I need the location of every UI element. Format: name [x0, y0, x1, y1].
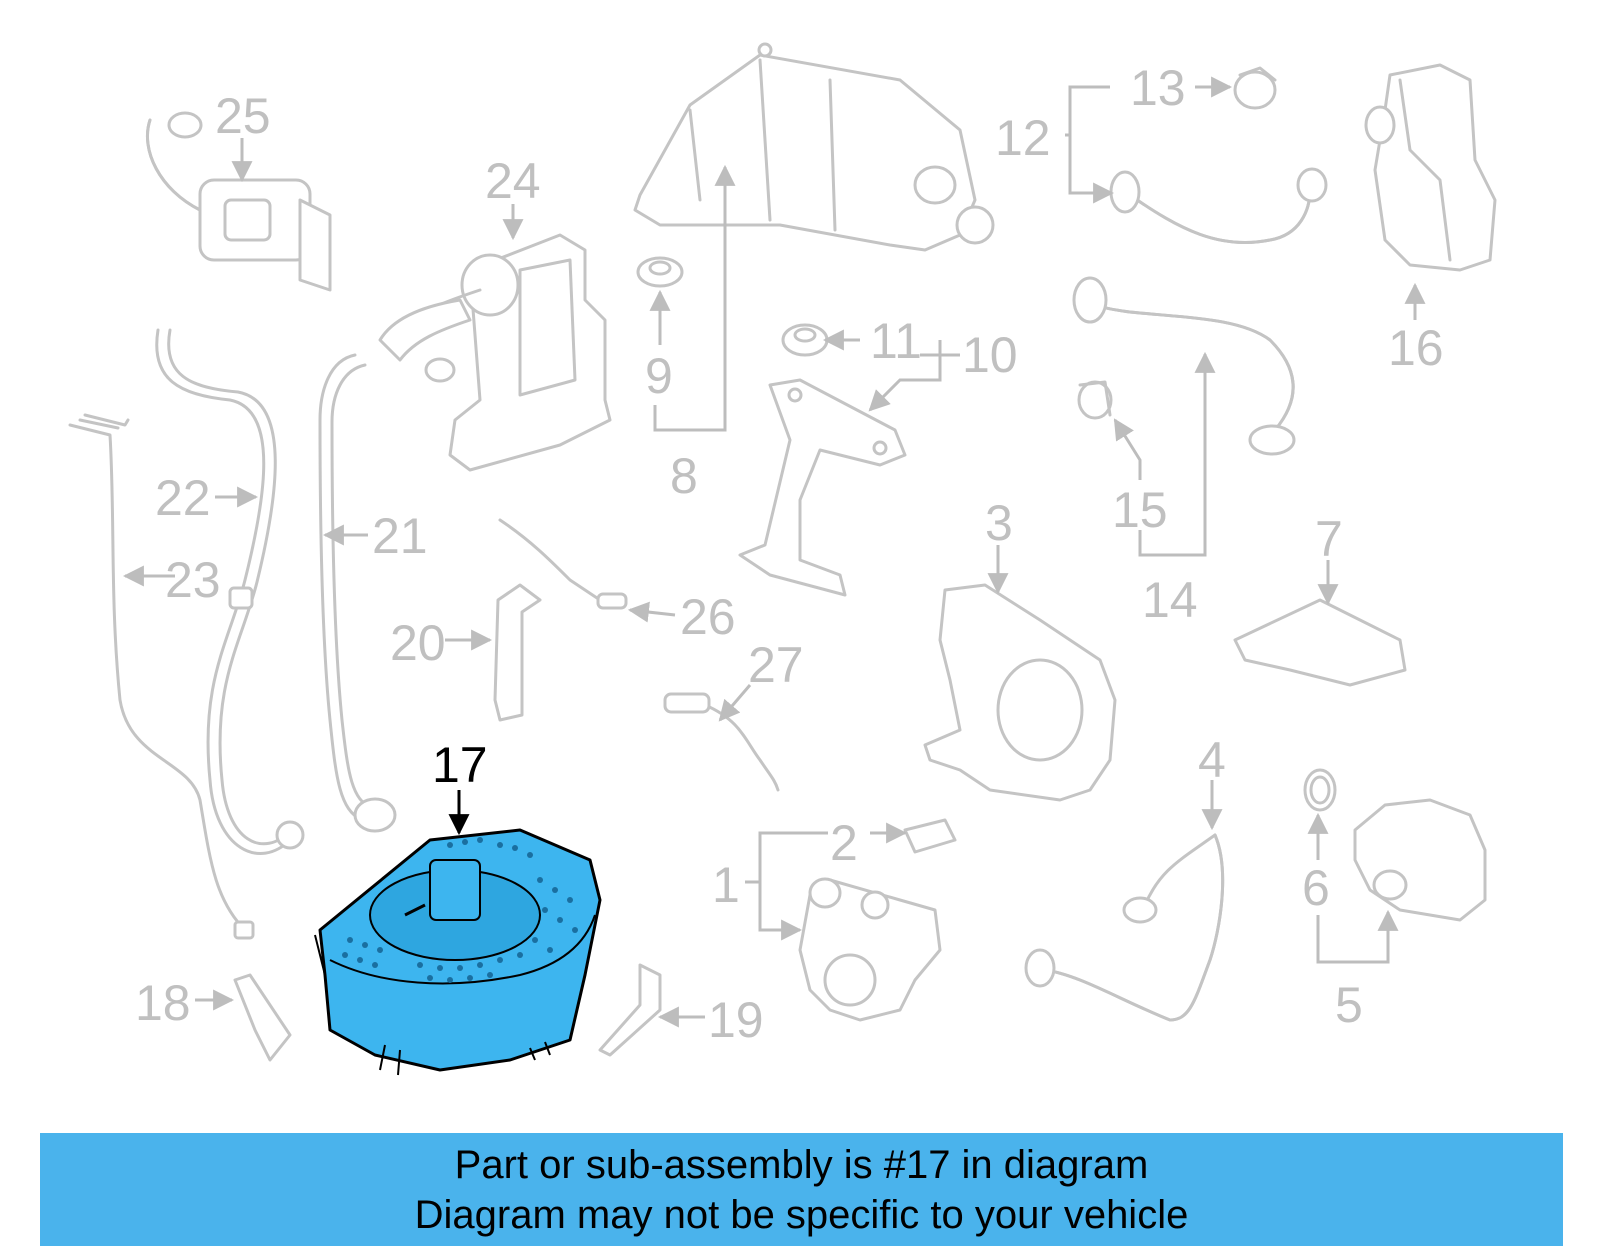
parts-diagram: 25 24 9 8 11 10 12 13 16 15 14 22 23 21 … — [68, 42, 1497, 1076]
part-17-canister[interactable] — [314, 828, 602, 1076]
part-22-hose[interactable] — [155, 328, 305, 855]
callout-1: 1 — [712, 857, 740, 913]
callout-5: 5 — [1335, 977, 1363, 1033]
banner-line-2: Diagram may not be specific to your vehi… — [414, 1192, 1189, 1237]
part-11-grommet[interactable] — [781, 323, 829, 357]
part-25-valve[interactable] — [145, 111, 332, 292]
part-6-oring[interactable] — [1303, 768, 1337, 812]
part-13-clamp[interactable] — [1233, 66, 1277, 110]
callout-23: 23 — [165, 552, 221, 608]
callout-14: 14 — [1142, 572, 1198, 628]
part-4-hose[interactable] — [1024, 833, 1225, 1022]
callout-26: 26 — [680, 589, 736, 645]
callout-16: 16 — [1388, 320, 1444, 376]
callout-7: 7 — [1315, 511, 1343, 567]
part-9-grommet[interactable] — [636, 256, 684, 288]
info-banner: Part or sub-assembly is #17 in diagram D… — [40, 1133, 1563, 1246]
part-16-elbow[interactable] — [1364, 63, 1497, 272]
callout-17: 17 — [432, 737, 488, 793]
callout-labels: 25 24 9 8 11 10 12 13 16 15 14 22 23 21 … — [135, 60, 1444, 1048]
callout-27: 27 — [748, 637, 804, 693]
part-18-bracket[interactable] — [233, 973, 292, 1062]
part-23-line[interactable] — [68, 413, 255, 940]
callout-12: 12 — [995, 110, 1051, 166]
leader-lines — [122, 76, 1426, 1028]
part-7-bracket[interactable] — [1233, 598, 1407, 687]
callout-22: 22 — [155, 470, 211, 526]
callout-9: 9 — [645, 348, 673, 404]
callout-13: 13 — [1130, 60, 1186, 116]
part-20-bracket[interactable] — [493, 583, 542, 722]
callout-2: 2 — [830, 815, 858, 871]
callout-21: 21 — [372, 508, 428, 564]
callout-19: 19 — [708, 992, 764, 1048]
part-8-tank[interactable] — [633, 42, 995, 252]
part-12-hose[interactable] — [1109, 167, 1328, 245]
part-5-valve[interactable] — [1353, 798, 1487, 922]
part-24-valve-bracket[interactable] — [378, 233, 612, 472]
part-1-pump[interactable] — [798, 877, 942, 1022]
callout-6: 6 — [1302, 860, 1330, 916]
callout-18: 18 — [135, 975, 191, 1031]
callout-25: 25 — [215, 88, 271, 144]
part-3-plate[interactable] — [923, 583, 1117, 802]
callout-20: 20 — [390, 615, 446, 671]
part-14-hose[interactable] — [1072, 276, 1296, 456]
part-26-sensor[interactable] — [498, 518, 628, 610]
part-10-bracket[interactable] — [738, 378, 907, 597]
callout-24: 24 — [485, 153, 541, 209]
callout-11: 11 — [870, 313, 922, 369]
callout-3: 3 — [985, 495, 1013, 551]
part-27-sensor[interactable] — [663, 692, 780, 792]
callout-8: 8 — [670, 448, 698, 504]
callout-15: 15 — [1112, 482, 1168, 538]
part-15-clamp[interactable] — [1077, 380, 1113, 420]
part-19-bracket[interactable] — [598, 963, 662, 1057]
callout-10: 10 — [962, 327, 1018, 383]
part-2-connector[interactable] — [903, 818, 957, 854]
part-21-hose[interactable] — [318, 353, 397, 833]
callout-4: 4 — [1198, 732, 1226, 788]
banner-line-1: Part or sub-assembly is #17 in diagram — [454, 1142, 1149, 1187]
